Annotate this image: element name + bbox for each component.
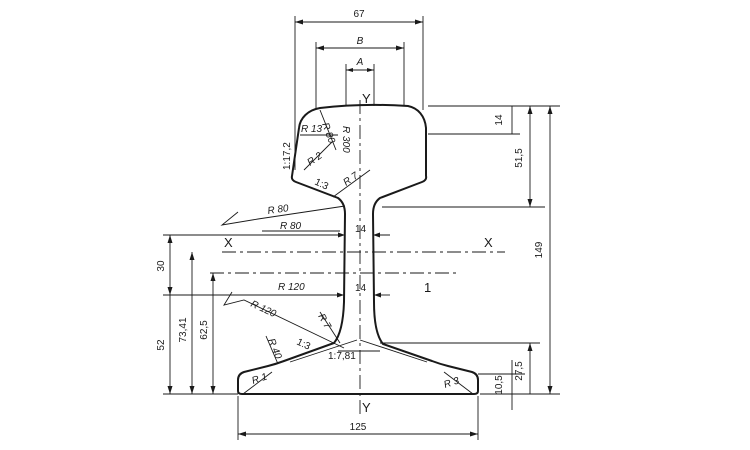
y-axis-label-bottom: Y [362, 400, 371, 415]
r13-label: R 13 [301, 124, 323, 135]
arrow [295, 19, 303, 25]
arrow [547, 386, 553, 394]
dim-67-label: 67 [353, 9, 365, 20]
r40-label: R 40 [265, 337, 283, 361]
dim-b-label: B [357, 36, 364, 47]
arrow [527, 106, 533, 114]
r80-lower-label: R 80 [280, 221, 302, 232]
x-axis-label-left: X [224, 235, 233, 250]
arrow [167, 386, 173, 394]
dim-a-label: A [356, 57, 364, 68]
slope-1172-label: 1:17,2 [282, 142, 293, 170]
arrow [367, 68, 374, 72]
arrow [415, 19, 423, 25]
dim-125-label: 125 [350, 422, 367, 433]
arrow [527, 199, 533, 207]
dim-30-label: 30 [156, 260, 167, 272]
arrow [167, 235, 173, 243]
arrow [210, 273, 216, 281]
r120-upper-label: R 120 [278, 282, 305, 293]
dim-52-label: 52 [156, 339, 167, 351]
web-14-lower-label: 14 [355, 283, 367, 294]
r7-foot-leader [319, 311, 341, 344]
slope-13-head-label: 1:3 [313, 177, 331, 193]
r7-head-leader [332, 169, 371, 198]
r2-leader [303, 141, 333, 171]
r1-label: R 1 [251, 372, 269, 387]
arrow [396, 45, 404, 51]
r3-label: R 3 [443, 375, 462, 390]
r40-leader [265, 335, 279, 365]
dim-7341-label: 73,41 [178, 317, 189, 342]
x-axis-label-right: X [484, 235, 493, 250]
r300-label: R 300 [340, 126, 351, 153]
arrow [189, 386, 195, 394]
slope-13-foot-label: 1:3 [295, 337, 313, 353]
rail-outline [237, 103, 479, 395]
r80-head-leader [319, 109, 337, 151]
arrow [337, 292, 344, 298]
foot-left-bevel [242, 371, 273, 395]
dim-14-label: 14 [494, 114, 505, 126]
arrow [238, 431, 246, 437]
arrow [189, 252, 195, 260]
dim-105-label: 10,5 [494, 375, 505, 395]
dim-149-label: 149 [534, 241, 545, 258]
dim-515-label: 51,5 [514, 148, 525, 168]
arrow [316, 45, 324, 51]
arrow [167, 287, 173, 295]
web-14-upper-label: 14 [355, 224, 367, 235]
foot-right-slope [359, 339, 428, 363]
r120-zigzag-leader [223, 291, 345, 349]
r80-upper-label: R 80 [267, 203, 290, 217]
arrow [346, 68, 353, 72]
r120-lower-label: R 120 [249, 299, 278, 320]
slope-1781-label: 1:7,81 [328, 351, 356, 362]
arrow [527, 343, 533, 351]
y-axis-label-top: Y [362, 91, 371, 106]
dim-275-label: 27,5 [514, 361, 525, 381]
arrow [338, 232, 345, 238]
r80-zigzag-leader [220, 205, 346, 226]
arrow [210, 386, 216, 394]
foot-left-slope [289, 339, 358, 363]
arrow [547, 106, 553, 114]
neutral-label-one: 1 [424, 280, 431, 295]
r7-head-label: R 7 [341, 170, 360, 188]
foot-right-bevel [443, 371, 474, 395]
arrow [470, 431, 478, 437]
dim-625-label: 62,5 [199, 320, 210, 340]
